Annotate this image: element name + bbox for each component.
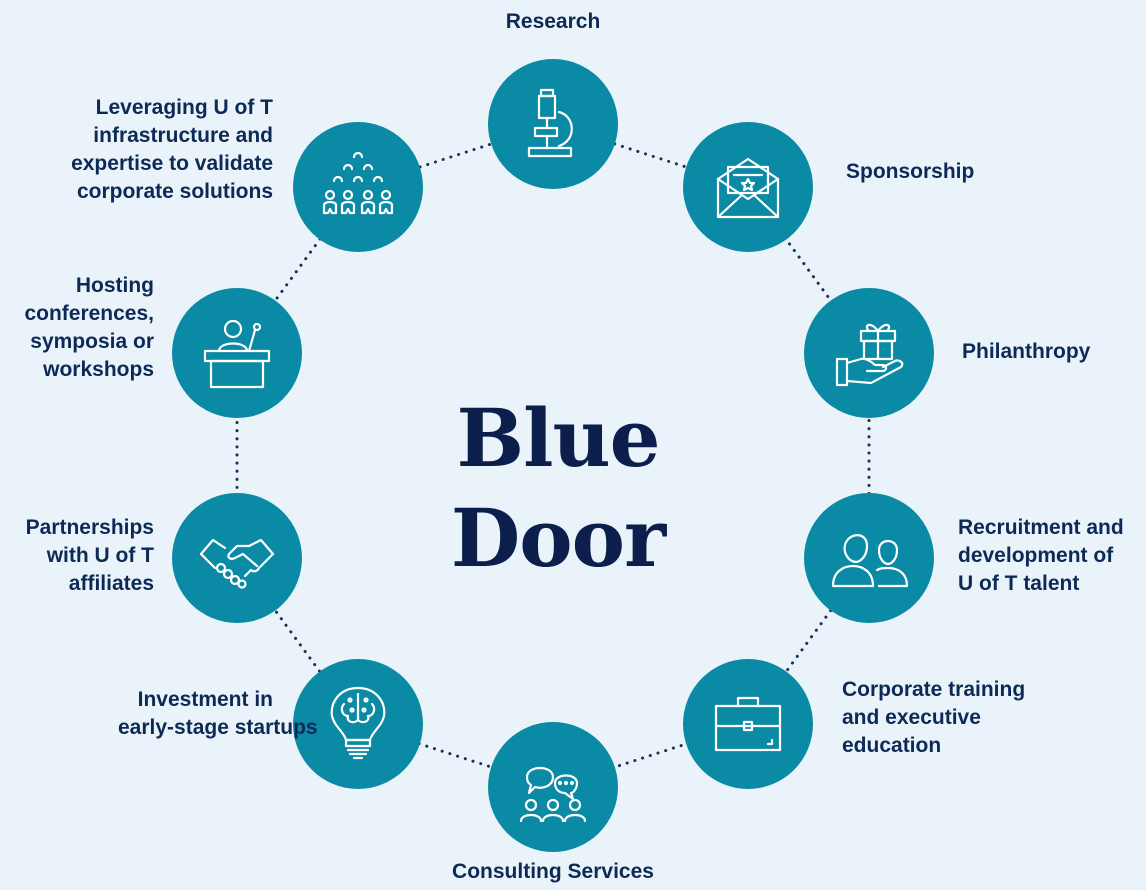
partnerships-label-line-2: with U of T: [46, 544, 154, 567]
hosting-label-line-4: workshops: [43, 358, 154, 381]
investment-label-line-1: Investment in: [137, 688, 273, 711]
envelope-icon: [716, 157, 780, 219]
diagram-title: Blue Door: [450, 391, 666, 585]
partnerships-label: Partnerships with U of T affiliates: [8, 514, 154, 598]
investment-label-line-2: early-stage startups: [118, 716, 318, 739]
leveraging-label-line-3: expertise to validate: [71, 152, 273, 175]
corporate-training-node: [683, 659, 813, 789]
partnerships-label-line-1: Partnerships: [25, 516, 154, 539]
podium-speaker-icon: [203, 319, 271, 389]
investment-label: Investment in early-stage startups: [118, 686, 318, 742]
hosting-conferences-label: Hosting conferences, symposia or worksho…: [8, 272, 154, 384]
hosting-label-line-2: conferences,: [24, 302, 154, 325]
gift-in-hand-icon: [835, 323, 904, 387]
leveraging-label-line-4: corporate solutions: [76, 180, 273, 203]
corporate-training-label-line-3: education: [842, 734, 942, 757]
two-people-icon: [831, 534, 909, 588]
recruitment-label-line-1: Recruitment and: [958, 516, 1124, 539]
partnerships-label-line-3: affiliates: [68, 572, 154, 595]
hosting-conferences-node: [172, 288, 302, 418]
recruitment-label: Recruitment and development of U of T ta…: [958, 514, 1124, 598]
sponsorship-node: [683, 122, 813, 252]
chat-group-icon: [519, 766, 587, 823]
handshake-icon: [199, 538, 275, 589]
audience-icon: [322, 151, 394, 215]
corporate-training-label-line-1: Corporate training: [842, 678, 1026, 701]
investment-node: [293, 659, 423, 789]
partnerships-node: [172, 493, 302, 623]
leveraging-infrastructure-label: Leveraging U of T infrastructure and exp…: [40, 94, 273, 206]
philanthropy-label: Philanthropy: [962, 340, 1091, 363]
lightbulb-brain-icon: [330, 686, 386, 760]
leveraging-label-line-1: Leveraging U of T: [95, 96, 273, 119]
sponsorship-label: Sponsorship: [846, 160, 975, 183]
leveraging-infrastructure-node: [293, 122, 423, 252]
recruitment-label-line-3: U of T talent: [958, 572, 1080, 595]
hosting-label-line-3: symposia or: [30, 330, 154, 353]
consulting-services-label: Consulting Services: [452, 860, 654, 883]
philanthropy-node: [804, 288, 934, 418]
consulting-services-node: [488, 722, 618, 852]
corporate-training-label-line-2: and executive: [842, 706, 981, 729]
recruitment-label-line-2: development of: [958, 544, 1114, 567]
corporate-training-label: Corporate training and executive educati…: [842, 676, 1025, 760]
research-node: [488, 59, 618, 189]
leveraging-label-line-2: infrastructure and: [93, 124, 273, 147]
microscope-icon: [527, 88, 573, 158]
recruitment-node: [804, 493, 934, 623]
briefcase-icon: [714, 696, 782, 752]
hosting-label-line-1: Hosting: [75, 274, 154, 297]
research-label: Research: [505, 10, 601, 33]
